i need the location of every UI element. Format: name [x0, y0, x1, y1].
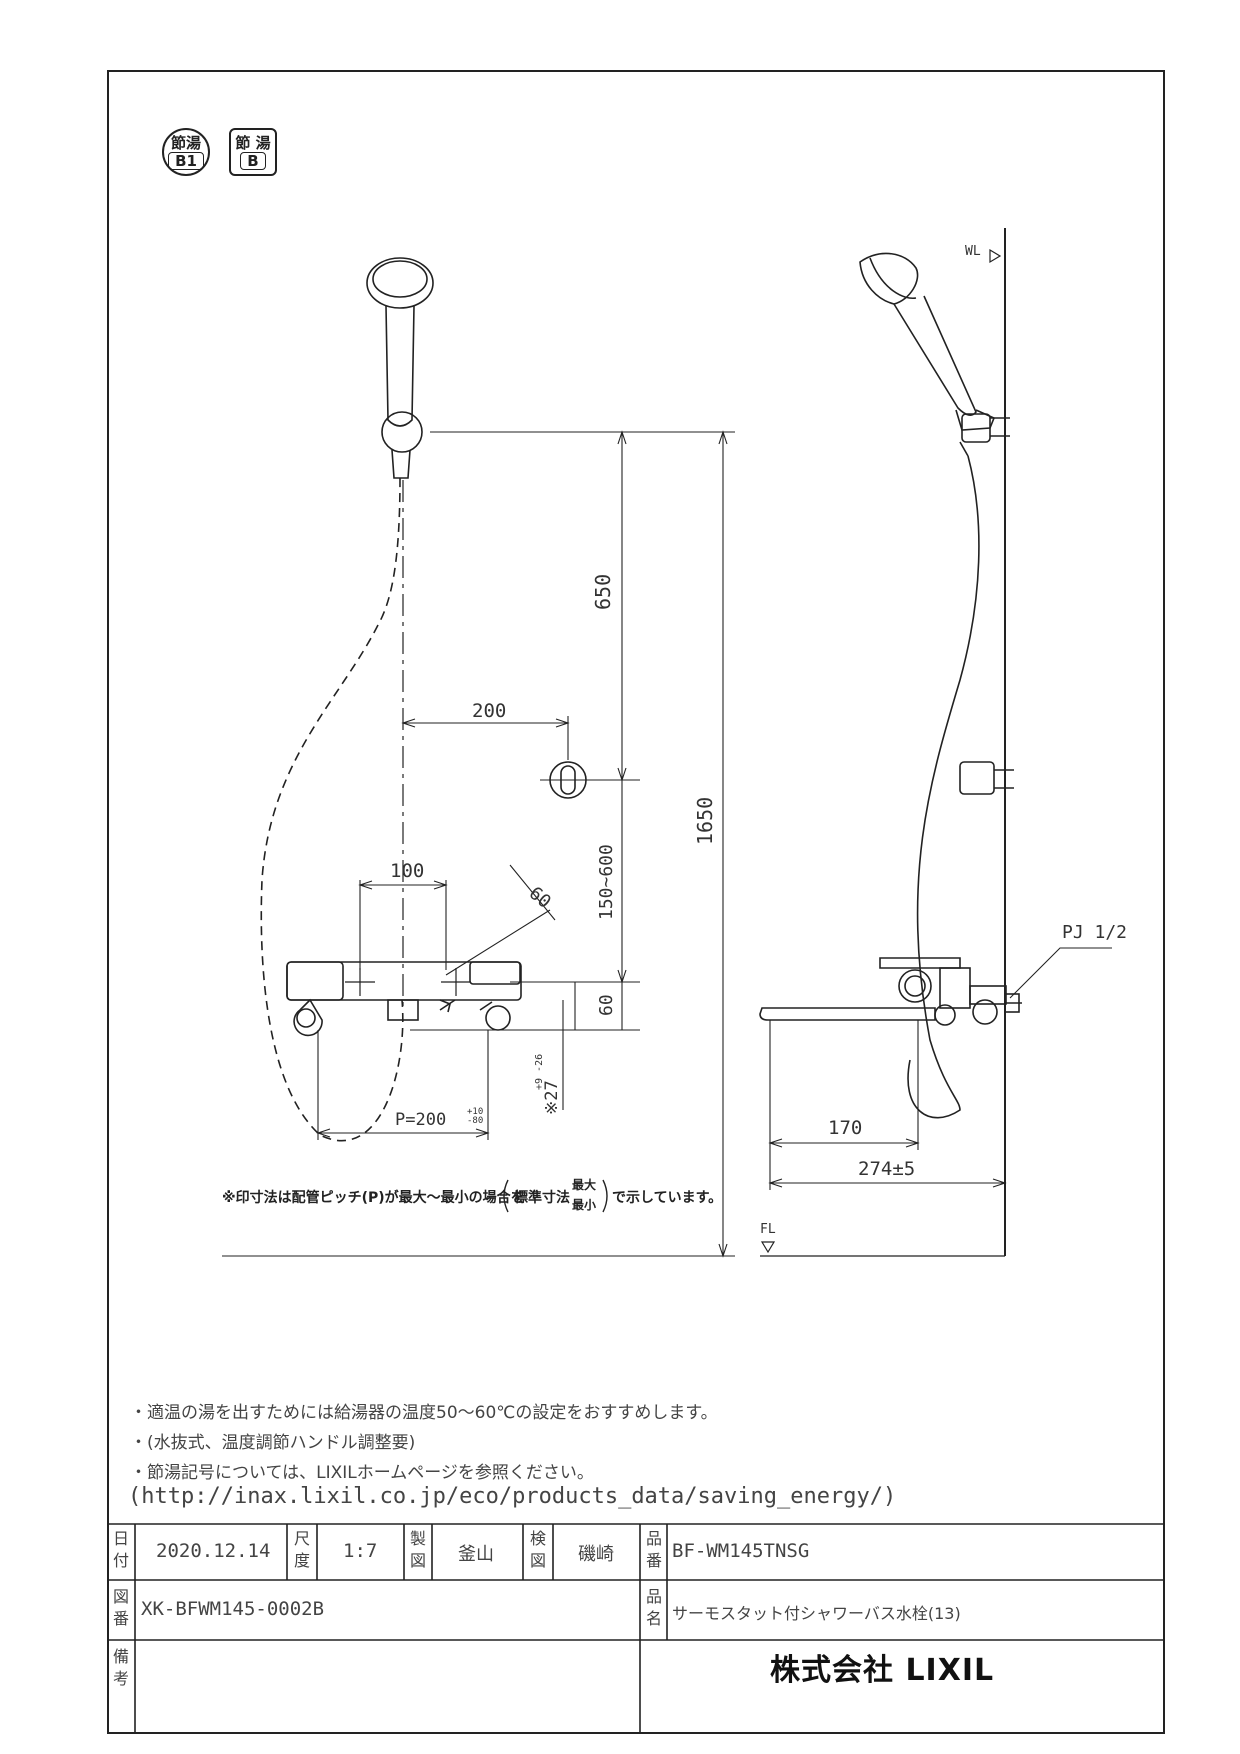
wl-label: WL — [965, 244, 981, 259]
front-shower-holder — [540, 761, 596, 799]
dim-170: 170 — [828, 1117, 863, 1139]
pipe-joint-label: PJ 1/2 — [1062, 922, 1128, 943]
side-mixing-valve — [759, 957, 1022, 1026]
side-shower-head — [859, 252, 1010, 457]
tb-remarks-label: 備考 — [112, 1647, 129, 1688]
dimension-footnote: ※印寸法は配管ピッチ(P)が最大～最小の場合を — [222, 1187, 525, 1207]
dim-pitch-tolerance: +10 -80 — [467, 1107, 484, 1126]
tb-checked-label: 検図 — [529, 1529, 546, 1570]
tb-drawing-no-label: 図番 — [112, 1587, 129, 1628]
side-dimension-lines — [768, 1020, 1007, 1190]
eco-badge-b: 節 湯 B — [229, 128, 277, 176]
tb-checked-by: 磯崎 — [578, 1544, 614, 1565]
front-hose-dashed — [260, 477, 404, 1142]
badge-b-code: B — [240, 151, 266, 170]
drawing-sheet-border — [107, 70, 1165, 1734]
dim-200: 200 — [472, 700, 507, 722]
side-shower-holder — [959, 761, 1014, 795]
tb-scale-label: 尺度 — [293, 1529, 310, 1570]
note-url: (http://inax.lixil.co.jp/eco/products_da… — [128, 1484, 897, 1509]
side-hose — [907, 455, 980, 1119]
tb-drawn-label: 製図 — [409, 1529, 426, 1570]
footnote-max: 最大 — [572, 1178, 597, 1192]
fl-label: FL — [760, 1222, 776, 1237]
tb-scale: 1:7 — [343, 1540, 378, 1562]
dim-60-angled: 60 — [525, 883, 555, 913]
footnote-prefix: ※印寸法は配管ピッチ(P)が最大～最小の場合を — [222, 1190, 525, 1206]
tb-part-no: BF-WM145TNSG — [672, 1540, 810, 1562]
dim-150-600: 150~600 — [596, 844, 617, 920]
dim-27: ※27 — [542, 1080, 562, 1115]
tb-drawing-no: XK-BFWM145-0002B — [141, 1598, 325, 1620]
tb-part-no-label: 品番 — [645, 1529, 662, 1570]
dim-pitch: P=200 — [395, 1110, 447, 1130]
tb-date: 2020.12.14 — [156, 1540, 271, 1562]
badge-b-top: 節 湯 — [235, 133, 271, 152]
footnote-bracket-text: 標準寸法 — [514, 1190, 570, 1206]
tb-part-name: サーモスタット付シャワーバス水栓(13) — [672, 1604, 961, 1623]
title-block-lines — [107, 1523, 1165, 1734]
dim-274: 274±5 — [858, 1158, 916, 1180]
dim-60-vertical: 60 — [596, 994, 617, 1016]
tb-drawn-by: 釜山 — [458, 1544, 494, 1565]
dim-100: 100 — [390, 860, 425, 882]
dim-27-tolerance: +9 -26 — [534, 1054, 545, 1090]
footnote-min: 最小 — [572, 1198, 597, 1212]
tb-part-name-label: 品名 — [645, 1587, 662, 1628]
note-temperature: ・適温の湯を出すためには給湯器の温度50～60℃の設定をおすすめします。 — [130, 1403, 718, 1423]
company-logo-text: 株式会社 LIXIL — [770, 1653, 995, 1688]
eco-badge-b1: 節湯 B1 — [162, 128, 210, 176]
dim-650: 650 — [591, 574, 615, 610]
badge-b1-code: B1 — [168, 151, 204, 170]
front-mixing-valve — [286, 961, 522, 1037]
tb-date-label: 日付 — [112, 1529, 129, 1570]
badge-b1-top: 節湯 — [170, 133, 201, 152]
footnote-suffix: で示しています。 — [612, 1190, 723, 1206]
note-eco-symbol: ・節湯記号については、LIXILホームページを参照ください。 — [130, 1463, 594, 1483]
note-drain-type: ・(水抜式、温度調節ハンドル調整要) — [130, 1433, 416, 1453]
front-shower-head — [366, 257, 434, 479]
dim-1650: 1650 — [693, 797, 717, 845]
front-dimension-lines — [222, 430, 735, 1258]
